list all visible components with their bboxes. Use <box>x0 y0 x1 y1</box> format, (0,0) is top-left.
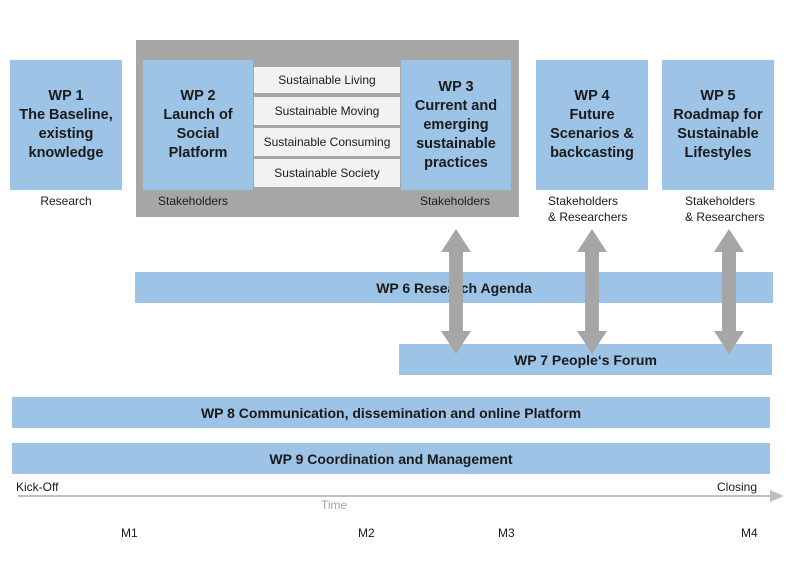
wp1-caption: Research <box>40 194 92 208</box>
milestone-m2: M2 <box>358 526 375 540</box>
timeline-arrow <box>18 490 784 502</box>
milestone-m1: M1 <box>121 526 138 540</box>
time-axis-label: Time <box>321 498 348 512</box>
wp5-caption: Stakeholders & Researchers <box>685 194 765 224</box>
double-arrow-wp3 <box>441 229 471 354</box>
double-arrow-wp5 <box>714 229 744 354</box>
wp4-box: WP 4 Future Scenarios & backcasting <box>536 60 648 190</box>
theme-sustainable-moving: Sustainable Moving <box>254 97 400 125</box>
theme-sustainable-living: Sustainable Living <box>254 67 400 93</box>
milestone-m3: M3 <box>498 526 515 540</box>
kick-off-label: Kick-Off <box>16 480 59 494</box>
wp2-box: WP 2 Launch of Social Platform <box>143 60 253 190</box>
wp2-caption: Stakeholders <box>158 194 229 208</box>
closing-label: Closing <box>717 480 758 494</box>
wp1-box: WP 1 The Baseline, existing knowledge <box>10 60 122 190</box>
wp4-caption: Stakeholders & Researchers <box>548 194 628 224</box>
theme-sustainable-consuming: Sustainable Consuming <box>254 128 400 156</box>
theme-sustainable-society: Sustainable Society <box>254 159 400 187</box>
wp7-bar: WP 7 People‘s Forum <box>399 344 772 375</box>
wp8-bar: WP 8 Communication, dissemination and on… <box>12 397 770 428</box>
wp3-caption: Stakeholders <box>420 194 491 208</box>
wp9-bar: WP 9 Coordination and Management <box>12 443 770 474</box>
milestone-m4: M4 <box>741 526 758 540</box>
wp3-box: WP 3 Current and emerging sustainable pr… <box>401 60 511 190</box>
wp5-box: WP 5 Roadmap for Sustainable Lifestyles <box>662 60 774 190</box>
double-arrow-wp4 <box>577 229 607 354</box>
